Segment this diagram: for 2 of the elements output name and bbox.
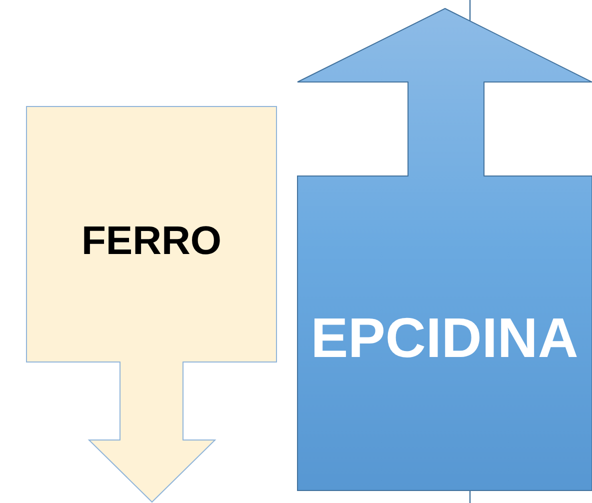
shape-label: EPCIDINA (310, 310, 578, 366)
shape-label: FERRO (82, 221, 222, 261)
